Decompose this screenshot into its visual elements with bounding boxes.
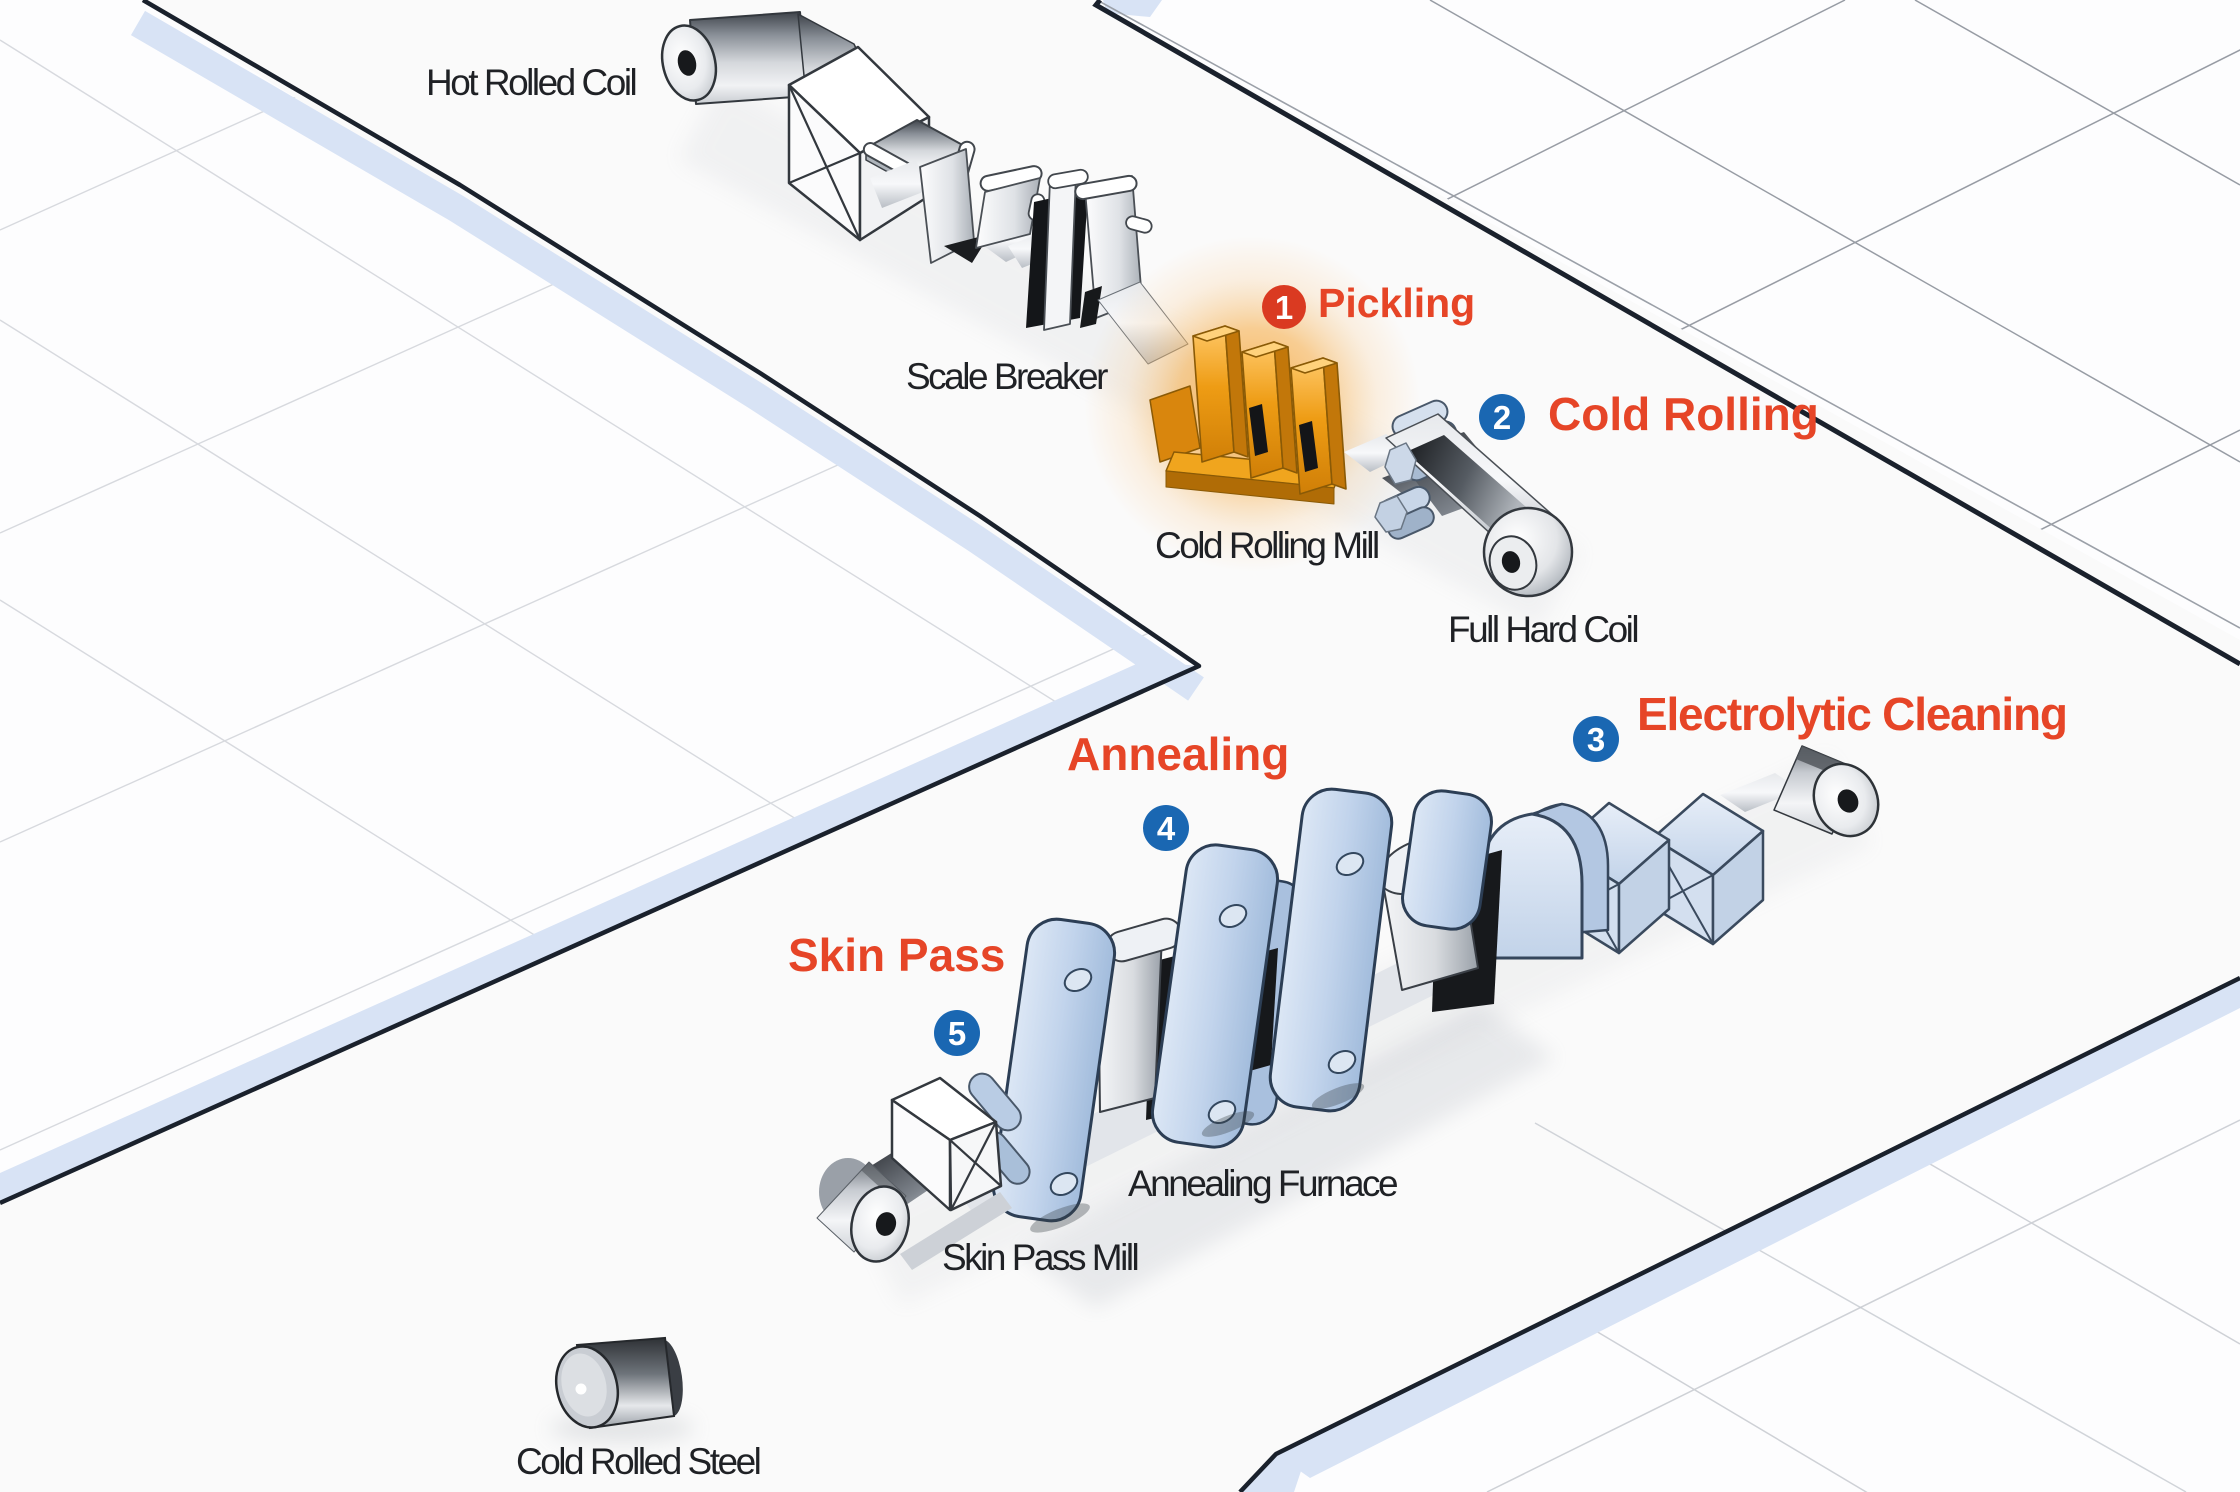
- svg-text:Annealing: Annealing: [1067, 728, 1289, 780]
- svg-text:Annealing Furnace: Annealing Furnace: [1128, 1163, 1397, 1204]
- svg-text:Scale Breaker: Scale Breaker: [906, 356, 1108, 397]
- svg-text:Full Hard Coil: Full Hard Coil: [1448, 609, 1637, 650]
- svg-text:Pickling: Pickling: [1318, 280, 1475, 326]
- svg-text:Electrolytic Cleaning: Electrolytic Cleaning: [1637, 688, 2067, 740]
- svg-text:Cold Rolled Steel: Cold Rolled Steel: [516, 1441, 760, 1482]
- svg-text:Skin Pass Mill: Skin Pass Mill: [942, 1237, 1138, 1278]
- svg-text:3: 3: [1587, 721, 1605, 758]
- svg-text:Hot Rolled Coil: Hot Rolled Coil: [426, 62, 636, 103]
- svg-text:Cold Rolling Mill: Cold Rolling Mill: [1155, 525, 1378, 566]
- svg-text:Cold Rolling: Cold Rolling: [1548, 388, 1819, 440]
- svg-text:5: 5: [948, 1015, 966, 1052]
- svg-text:4: 4: [1157, 810, 1176, 847]
- svg-text:1: 1: [1275, 289, 1293, 326]
- svg-text:2: 2: [1493, 399, 1511, 436]
- svg-text:Skin Pass: Skin Pass: [788, 929, 1005, 981]
